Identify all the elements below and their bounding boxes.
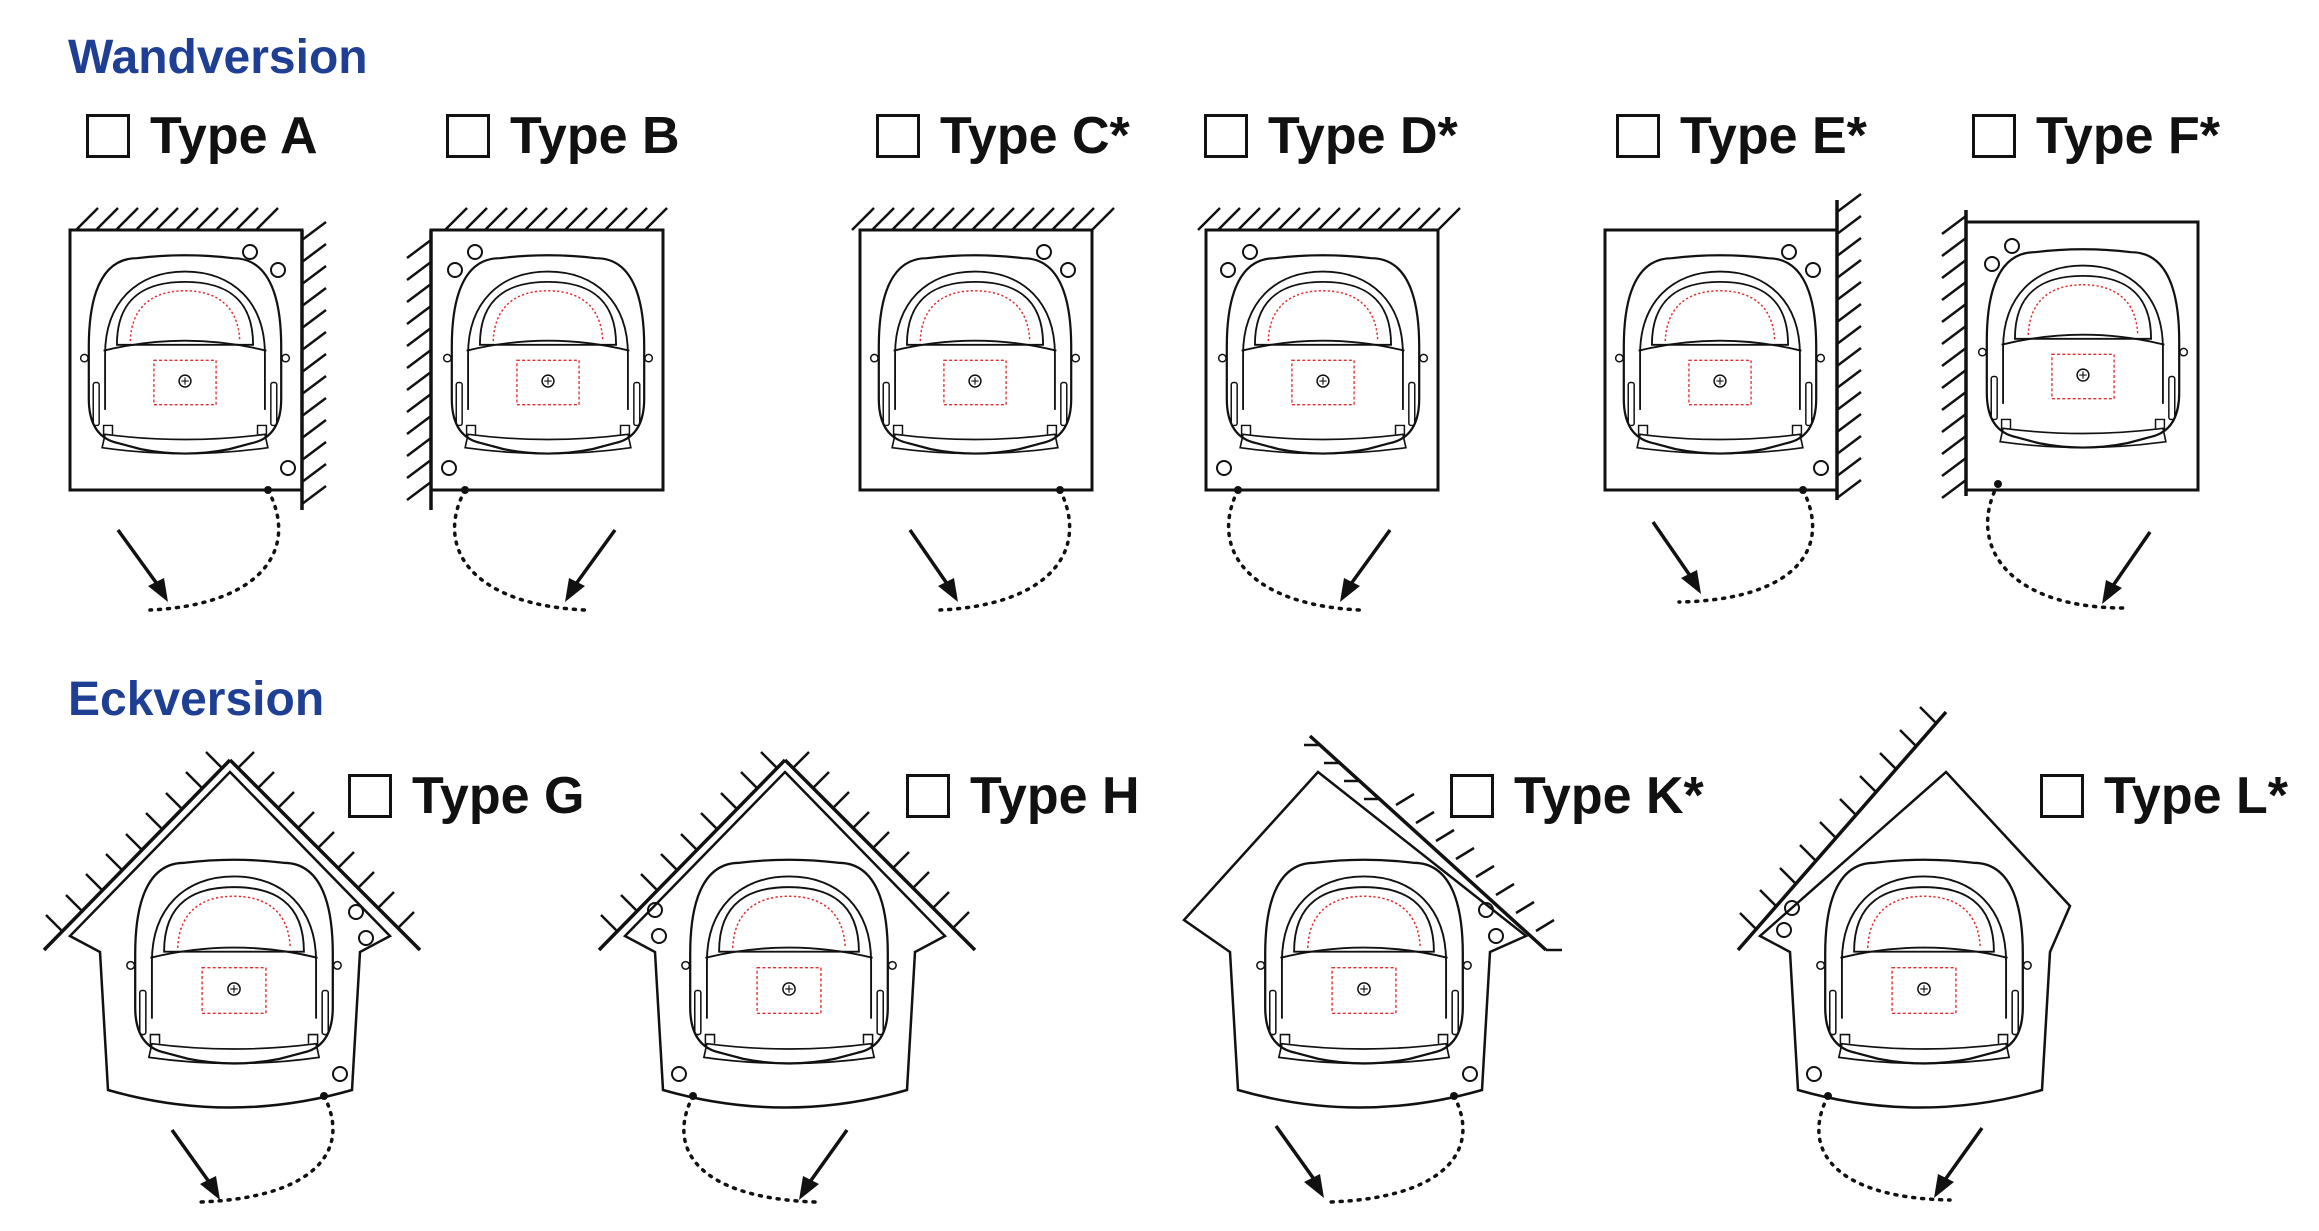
type-e-checkbox[interactable]	[1616, 114, 1660, 158]
type-g-option[interactable]: Type G	[348, 766, 584, 826]
type-a-option[interactable]: Type A	[86, 106, 318, 166]
type-d-label: Type D*	[1268, 107, 1458, 165]
type-b-diagram	[405, 200, 695, 620]
type-d-option[interactable]: Type D*	[1204, 106, 1458, 166]
type-h-checkbox[interactable]	[906, 774, 950, 818]
type-c-diagram	[850, 200, 1140, 620]
type-a-checkbox[interactable]	[86, 114, 130, 158]
type-k-option[interactable]: Type K*	[1450, 766, 1704, 826]
type-e-diagram	[1595, 193, 1885, 620]
corner-version-title: Eckversion	[68, 673, 325, 726]
type-b-option[interactable]: Type B	[446, 106, 680, 166]
type-e-option[interactable]: Type E*	[1616, 106, 1867, 166]
type-k-label: Type K*	[1514, 767, 1704, 825]
type-l-diagram	[1730, 700, 2120, 1202]
type-g-diagram	[40, 730, 430, 1210]
wall-version-title: Wandversion	[68, 31, 368, 84]
type-g-label: Type G	[412, 767, 585, 825]
type-b-checkbox[interactable]	[446, 114, 490, 158]
type-l-label: Type L*	[2104, 767, 2288, 825]
type-f-option[interactable]: Type F*	[1972, 106, 2220, 166]
type-h-label: Type H	[970, 767, 1140, 825]
type-b-label: Type B	[510, 107, 680, 165]
type-a-label: Type A	[150, 107, 318, 165]
type-l-option[interactable]: Type L*	[2040, 766, 2288, 826]
type-f-label: Type F*	[2036, 107, 2220, 165]
type-c-option[interactable]: Type C*	[876, 106, 1130, 166]
type-f-diagram	[1940, 200, 2230, 620]
type-c-checkbox[interactable]	[876, 114, 920, 158]
type-k-checkbox[interactable]	[1450, 774, 1494, 818]
type-d-checkbox[interactable]	[1204, 114, 1248, 158]
type-f-checkbox[interactable]	[1972, 114, 2016, 158]
type-e-label: Type E*	[1680, 107, 1867, 165]
type-k-diagram	[1170, 730, 1562, 1210]
type-l-checkbox[interactable]	[2040, 774, 2084, 818]
type-d-diagram	[1180, 200, 1470, 620]
type-g-checkbox[interactable]	[348, 774, 392, 818]
type-a-diagram	[60, 200, 350, 620]
type-h-diagram	[595, 730, 985, 1210]
type-c-label: Type C*	[940, 107, 1130, 165]
type-h-option[interactable]: Type H	[906, 766, 1140, 826]
